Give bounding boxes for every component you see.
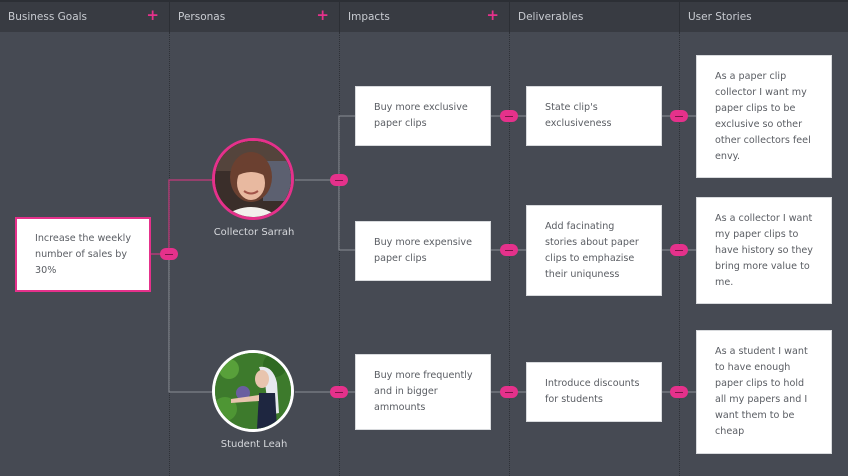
avatar-collector-sarrah[interactable]: [212, 138, 294, 220]
user-story-card[interactable]: As a collector I want my paper clips to …: [696, 197, 832, 304]
column-title: Impacts: [348, 11, 390, 23]
column-header-business-goals: Business Goals +: [0, 2, 170, 32]
column-header-impacts: Impacts +: [340, 2, 510, 32]
deliverable-card[interactable]: Add facinating stories about paper clips…: [526, 205, 662, 296]
portrait-sarrah-icon: [215, 141, 291, 217]
card-text: As a collector I want my paper clips to …: [715, 212, 813, 288]
collapse-toggle-impact[interactable]: [500, 244, 518, 256]
column-header-deliverables: Deliverables: [510, 2, 680, 32]
column-title: Personas: [178, 11, 226, 23]
impact-card[interactable]: Buy more frequently and in bigger ammoun…: [355, 354, 491, 430]
add-business-goal-button[interactable]: +: [146, 6, 159, 24]
collapse-toggle-impact[interactable]: [500, 110, 518, 122]
column-header-user-stories: User Stories: [680, 2, 848, 32]
add-impact-button[interactable]: +: [486, 6, 499, 24]
avatar-student-leah[interactable]: [212, 350, 294, 432]
column-title: Business Goals: [8, 11, 88, 23]
persona-name-sarrah: Collector Sarrah: [213, 227, 295, 238]
card-text: Introduce discounts for students: [545, 378, 640, 405]
card-text: Buy more frequently and in bigger ammoun…: [374, 370, 473, 413]
card-text: Add facinating stories about paper clips…: [545, 220, 639, 280]
card-text: State clip's exclusiveness: [545, 102, 612, 129]
impact-card[interactable]: Buy more expensive paper clips: [355, 221, 491, 281]
business-goal-card[interactable]: Increase the weekly number of sales by 3…: [15, 217, 151, 292]
column-header-personas: Personas +: [170, 2, 340, 32]
deliverable-card[interactable]: State clip's exclusiveness: [526, 86, 662, 146]
portrait-leah-icon: [215, 353, 291, 429]
collapse-toggle-deliverable[interactable]: [670, 110, 688, 122]
persona-name-leah: Student Leah: [220, 439, 288, 450]
card-text: Buy more expensive paper clips: [374, 237, 473, 264]
user-story-card[interactable]: As a student I want to have enough paper…: [696, 330, 832, 454]
collapse-toggle-goal[interactable]: [160, 248, 178, 260]
card-text: Increase the weekly number of sales by 3…: [35, 232, 131, 276]
collapse-toggle-leah[interactable]: [330, 386, 348, 398]
impact-card[interactable]: Buy more exclusive paper clips: [355, 86, 491, 146]
card-text: As a student I want to have enough paper…: [715, 346, 808, 437]
card-text: As a paper clip collector I want my pape…: [715, 70, 811, 162]
collapse-toggle-sarrah[interactable]: [330, 174, 348, 186]
column-title: Deliverables: [518, 11, 584, 23]
column-title: User Stories: [688, 11, 752, 23]
add-persona-button[interactable]: +: [316, 6, 329, 24]
collapse-toggle-impact[interactable]: [500, 386, 518, 398]
collapse-toggle-deliverable[interactable]: [670, 386, 688, 398]
column-divider: [339, 32, 340, 476]
user-story-card[interactable]: As a paper clip collector I want my pape…: [696, 55, 832, 178]
deliverable-card[interactable]: Introduce discounts for students: [526, 362, 662, 422]
card-text: Buy more exclusive paper clips: [374, 102, 468, 129]
collapse-toggle-deliverable[interactable]: [670, 244, 688, 256]
column-header-bar: Business Goals + Personas + Impacts + De…: [0, 0, 848, 32]
